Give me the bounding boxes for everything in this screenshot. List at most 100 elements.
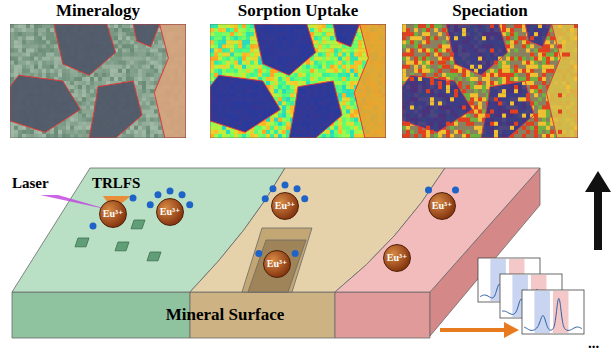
map-pixel <box>350 69 354 73</box>
map-pixel <box>150 61 154 65</box>
map-pixel <box>118 73 122 77</box>
map-pixel <box>14 134 18 138</box>
map-pixel <box>10 57 14 61</box>
map-pixel <box>70 73 74 77</box>
map-pixel <box>318 36 322 40</box>
map-pixel <box>322 73 326 77</box>
map-pixel <box>158 53 162 57</box>
map-pixel <box>122 44 126 48</box>
map-pixel <box>150 57 154 61</box>
map-pixel <box>322 48 326 52</box>
map-pixel <box>226 36 230 40</box>
map-pixel <box>298 77 302 81</box>
map-pixel <box>210 40 214 44</box>
map-pixel <box>326 40 330 44</box>
map-pixel <box>330 28 334 32</box>
map-pixel <box>234 36 238 40</box>
map-pixel <box>254 69 258 73</box>
map-pixel <box>22 40 26 44</box>
map-pixel <box>230 32 234 36</box>
map-pixel <box>10 77 14 81</box>
map-pixel <box>150 126 154 130</box>
map-pixel <box>10 130 14 134</box>
map-pixel <box>278 77 282 81</box>
map-pixel <box>82 114 86 118</box>
map-pixel <box>42 36 46 40</box>
map-pixel <box>58 69 62 73</box>
map-pixel <box>326 53 330 57</box>
map-pixel <box>230 57 234 61</box>
map-pixel <box>46 57 50 61</box>
map-pixel <box>34 69 38 73</box>
up-arrow <box>594 190 602 250</box>
map-pixels <box>10 24 186 138</box>
map-pixel <box>126 61 130 65</box>
mineral-grain <box>54 24 116 75</box>
map-pixel <box>274 77 278 81</box>
map-pixel <box>138 73 142 77</box>
map-pixel <box>78 73 82 77</box>
map-pixel <box>10 36 14 40</box>
map-pixel <box>118 57 122 61</box>
map-pixel <box>42 73 46 77</box>
map-pixel <box>150 65 154 69</box>
map-pixel <box>210 44 214 48</box>
map-pixel <box>354 40 358 44</box>
map-pixel <box>122 134 126 138</box>
map-pixel <box>222 40 226 44</box>
map-pixel <box>86 101 90 105</box>
map-pixel <box>242 73 246 77</box>
map-pixel <box>150 69 154 73</box>
map-pixel <box>238 65 242 69</box>
map-pixel <box>110 73 114 77</box>
map-pixel <box>130 73 134 77</box>
map-pixel <box>210 69 214 73</box>
map-pixel <box>46 44 50 48</box>
map-pixel <box>86 126 90 130</box>
map-pixel <box>126 44 130 48</box>
map-pixel <box>118 48 122 52</box>
map-pixel <box>146 105 150 109</box>
map-pixel <box>42 24 46 28</box>
map-pixel <box>150 81 154 85</box>
map-pixel <box>78 134 82 138</box>
map-pixel <box>82 93 86 97</box>
map-pixel <box>318 44 322 48</box>
map-pixel <box>246 44 250 48</box>
map-pixel <box>22 24 26 28</box>
map-pixel <box>154 114 158 118</box>
map-pixel <box>234 61 238 65</box>
map-pixel <box>278 73 282 77</box>
map-pixel <box>230 53 234 57</box>
map-pixel <box>42 48 46 52</box>
map-pixel <box>362 57 366 61</box>
map-pixel <box>70 122 74 126</box>
map-pixel <box>46 32 50 36</box>
map-pixel <box>22 69 26 73</box>
map-pixel <box>54 65 58 69</box>
map-pixel <box>214 48 218 52</box>
map-pixel <box>234 28 238 32</box>
map-pixel <box>350 81 354 85</box>
map-pixel <box>34 57 38 61</box>
map-pixel <box>134 122 138 126</box>
map-pixel <box>334 44 338 48</box>
map-pixel <box>154 126 158 130</box>
map-pixel <box>318 24 322 28</box>
map-pixel <box>354 61 358 65</box>
map-pixel <box>322 61 326 65</box>
map-pixel <box>138 77 142 81</box>
map-pixel <box>22 65 26 69</box>
map-pixel <box>18 28 22 32</box>
map-pixel <box>102 69 106 73</box>
map-pixel <box>74 93 78 97</box>
map-pixel <box>242 44 246 48</box>
map-pixel <box>358 61 362 65</box>
map-pixel <box>222 65 226 69</box>
map-pixel <box>330 73 334 77</box>
map-pixel <box>122 65 126 69</box>
map-pixel <box>114 77 118 81</box>
map-pixel <box>18 69 22 73</box>
map-pixel <box>334 65 338 69</box>
map-pixel <box>250 65 254 69</box>
